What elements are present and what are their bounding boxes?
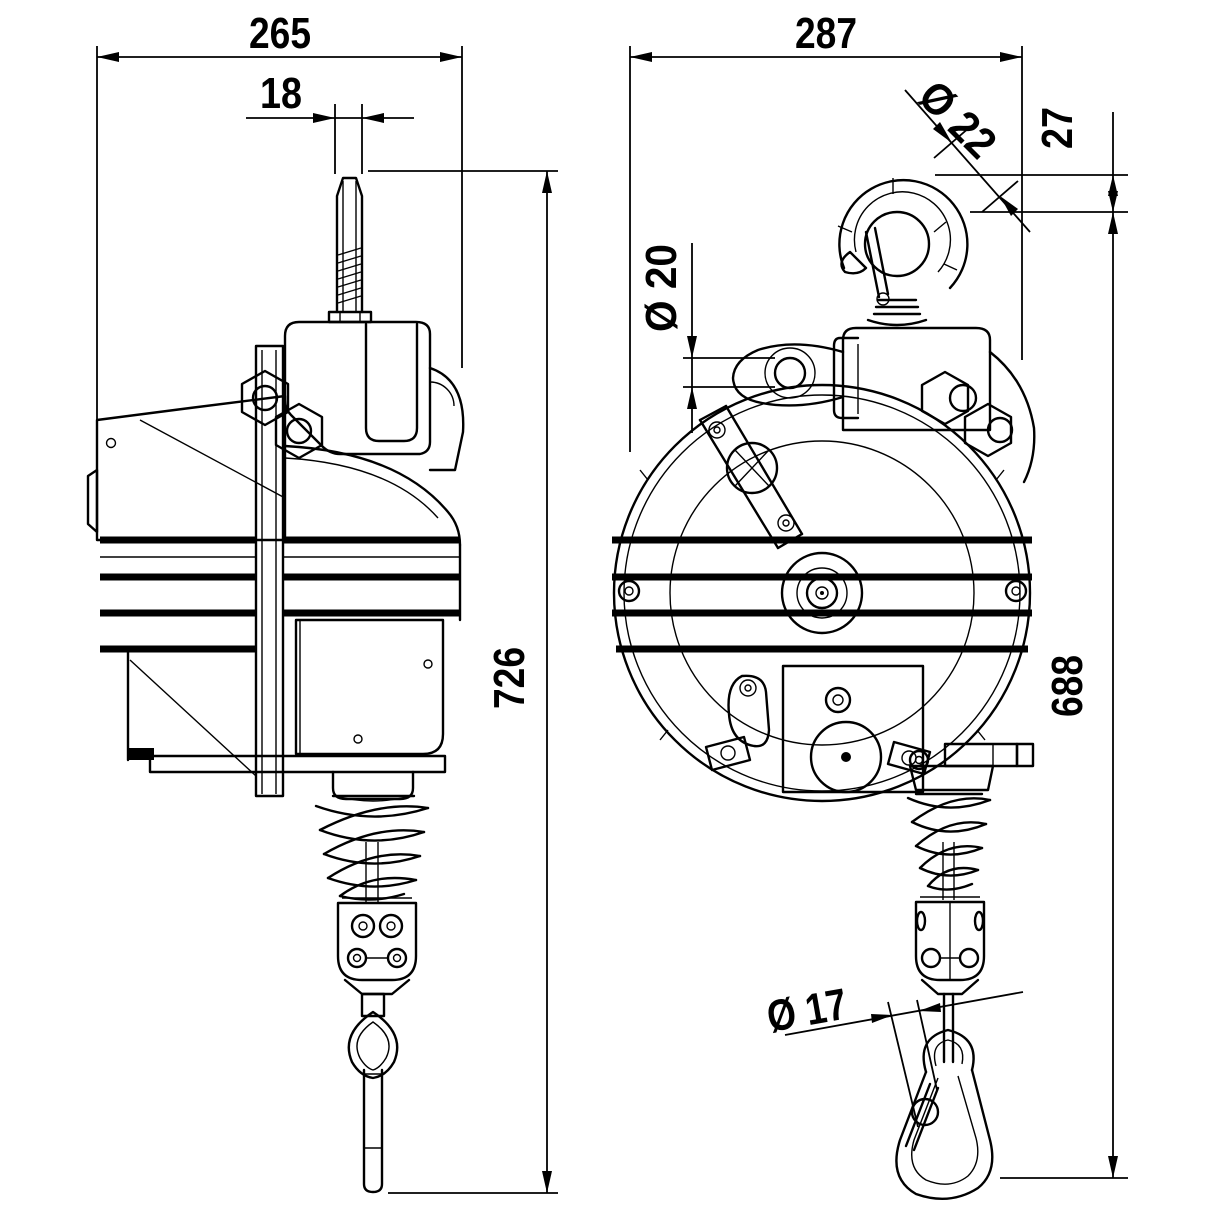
dim-label-18: 18 <box>260 69 302 118</box>
cable-end-side <box>362 1068 384 1194</box>
ratchet-plate <box>698 404 804 550</box>
rib-bands-side <box>100 536 460 653</box>
dim-front-cable-stop-diameter: Ø 17 <box>763 980 1024 1128</box>
dim-side-stud-width: 18 <box>246 69 414 174</box>
cable-stop-cross-section <box>910 1097 940 1127</box>
bottom-housing-front <box>908 742 1035 792</box>
housing-top <box>832 326 992 432</box>
rim-clips <box>704 735 932 776</box>
bottom-plate <box>727 664 925 794</box>
carabiner <box>895 1028 994 1200</box>
thimble-eye <box>347 1010 399 1080</box>
dim-label-d20: Ø 20 <box>637 244 686 332</box>
left-wing-plate <box>86 394 287 542</box>
right-wing <box>428 366 465 472</box>
dim-front-hook-diameter: Ø 22 <box>904 71 1031 233</box>
suspension-arm <box>731 343 845 407</box>
dim-label-287: 287 <box>795 9 857 58</box>
dim-front-hook-travel: 27 <box>935 107 1128 213</box>
front-view <box>612 178 1036 1200</box>
cable-clamp-side <box>336 897 418 1018</box>
dim-side-overall-height: 726 <box>368 170 558 1194</box>
dim-label-688: 688 <box>1043 655 1092 717</box>
threaded-stud <box>327 176 373 324</box>
top-hook <box>837 178 969 327</box>
spring-side <box>314 794 430 902</box>
dim-side-overall-width: 265 <box>96 9 463 424</box>
dim-front-height-to-hook: 688 <box>1000 212 1128 1179</box>
hanger-bracket <box>283 312 432 456</box>
dim-label-265: 265 <box>249 9 311 58</box>
dim-label-d22: Ø 22 <box>909 71 1006 168</box>
spring-front <box>906 792 992 900</box>
dim-label-726: 726 <box>485 647 534 709</box>
base-side <box>148 754 447 802</box>
motor-box-side <box>294 612 445 756</box>
cable-clamp-front <box>914 896 986 996</box>
dim-front-overall-width: 287 <box>629 9 1023 452</box>
dim-label-d17: Ø 17 <box>763 980 850 1042</box>
drum-housing-side <box>283 444 462 622</box>
hub <box>780 551 864 635</box>
dim-front-hanger-hole-diameter: Ø 20 <box>637 243 775 433</box>
dim-label-27: 27 <box>1033 107 1082 149</box>
front-bar <box>254 344 285 798</box>
side-view <box>86 176 465 1194</box>
gusset-bolts <box>920 350 1036 484</box>
